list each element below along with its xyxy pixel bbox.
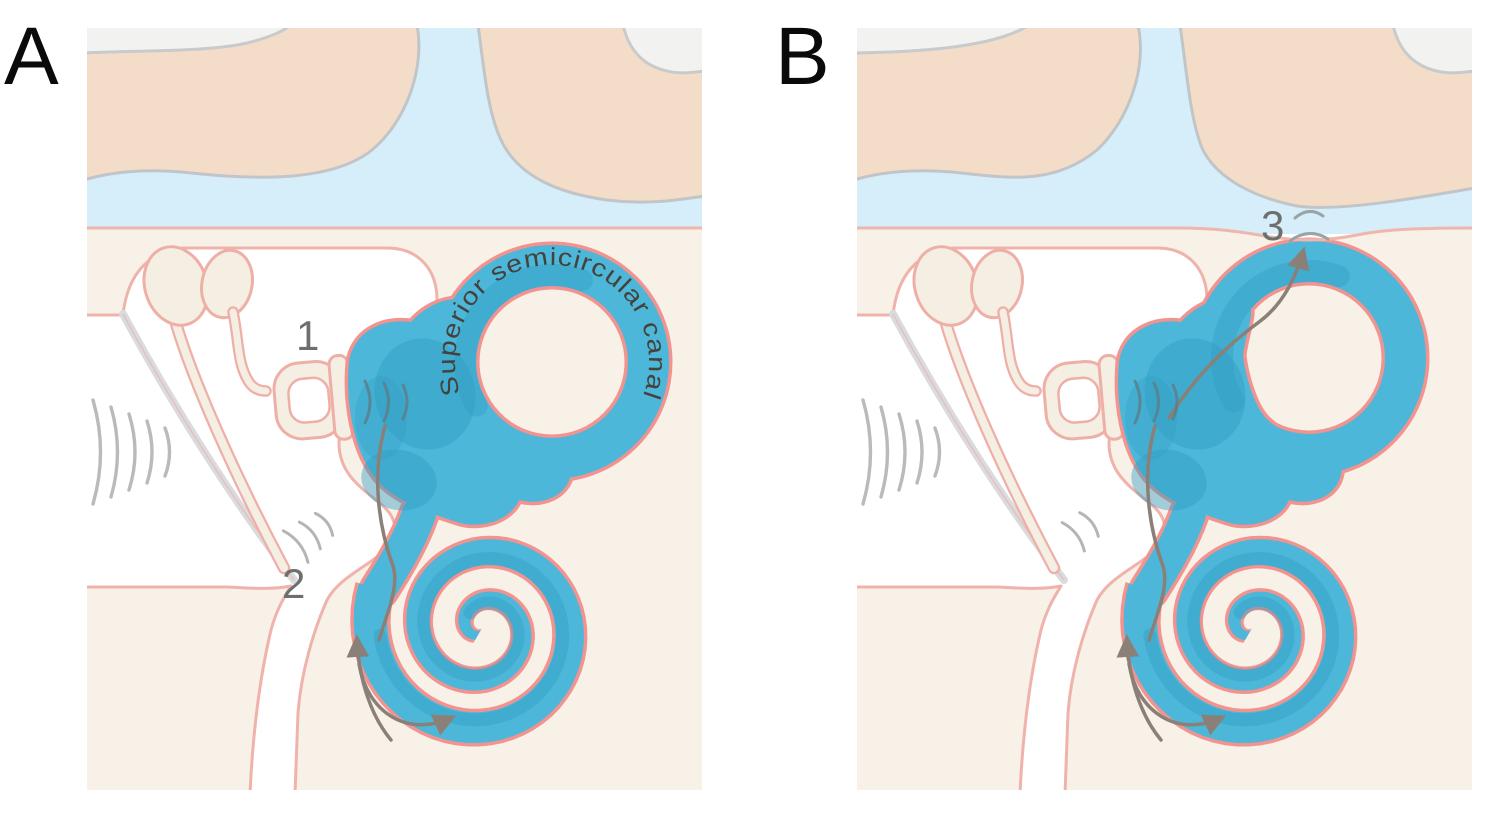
incus-body (200, 248, 254, 320)
marker-3-dehiscence: 3 (1261, 202, 1284, 249)
skull-left (87, 28, 289, 55)
flow-arrow-to-dehiscence (1167, 246, 1310, 420)
inner-ear-labyrinth (344, 241, 673, 747)
marker-2-round-window: 2 (282, 560, 305, 607)
skull-right (1392, 28, 1472, 75)
middle-ear (857, 245, 1209, 790)
incus-long-process (999, 308, 1040, 395)
cranial-cavity (87, 28, 702, 234)
stapes-foramen (287, 376, 331, 424)
cochlear-duct (362, 497, 436, 607)
brain-temporal-lobe-left (857, 28, 1142, 181)
sound-waves-ear-canal (861, 398, 942, 506)
flow-line-oval-window-to-cochlea (1145, 424, 1167, 642)
marker-1-oval-window: 1 (296, 312, 319, 359)
middle-ear (87, 245, 439, 790)
incus-long-process (229, 308, 270, 395)
vestibule (348, 299, 572, 525)
stapes (272, 353, 356, 441)
cochlear-duct (1132, 497, 1206, 607)
skull-left (857, 28, 1027, 55)
cochlea (353, 539, 584, 743)
vibration-oval-window (363, 379, 409, 425)
panel-b-illustration-dehiscent-ear: 3 (857, 28, 1472, 790)
fluid-flow-arrows (1116, 246, 1310, 742)
malleus-handle (171, 316, 288, 572)
brain-temporal-lobe-left (87, 28, 421, 181)
cochlea (1123, 539, 1354, 743)
stapes (1042, 353, 1126, 441)
brain-temporal-lobe-right (476, 28, 702, 204)
skull-right (622, 28, 702, 75)
vibration-oval-window (1133, 379, 1179, 425)
bone-surface-line (857, 226, 1472, 242)
stapes-foramen (1057, 376, 1101, 424)
brain-temporal-lobe-right (1178, 28, 1472, 209)
flow-line-oval-window-to-cochlea (375, 424, 397, 642)
flow-arrow-cochlea-up (1116, 634, 1163, 742)
vibration-round-window (1060, 511, 1100, 553)
sound-waves-ear-canal (91, 398, 172, 506)
flow-arrow-cochlea-around (1127, 662, 1227, 736)
panel-b-label: B (775, 11, 830, 102)
inner-ear-labyrinth (1114, 237, 1430, 747)
cranial-cavity (857, 28, 1472, 234)
flow-arrow-cochlea-up (346, 634, 393, 742)
panel-a-label: A (4, 11, 59, 102)
vibration-round-window (281, 511, 335, 564)
flow-arrow-cochlea-around (357, 662, 457, 736)
malleus-handle (941, 316, 1058, 572)
labyrinth-shading (355, 263, 593, 727)
incus-body (970, 248, 1024, 320)
vestibule (1118, 299, 1342, 525)
vibration-dehiscence (1288, 210, 1330, 243)
fluid-flow-arrows (346, 424, 457, 742)
